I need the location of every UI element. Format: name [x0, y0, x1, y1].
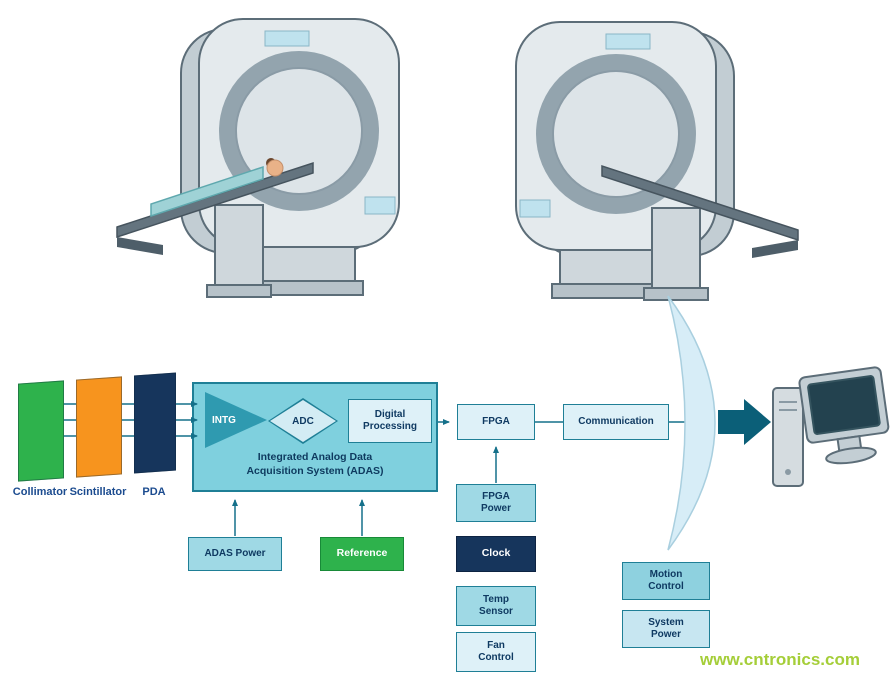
motion-control-box: Motion Control — [622, 562, 710, 600]
ct-scanner-with-patient-illustration — [116, 18, 400, 298]
patient-illustration — [150, 158, 284, 218]
watermark: www.cntronics.com — [700, 650, 860, 669]
computer-tower — [772, 387, 804, 487]
fan-control-box: Fan Control — [456, 632, 536, 672]
gantry-control-panel — [519, 199, 551, 218]
host-computer-illustration — [772, 366, 890, 487]
system-power-box: System Power — [622, 610, 710, 648]
digital-processing-box: Digital Processing — [348, 399, 432, 443]
reference-box: Reference — [320, 537, 404, 571]
adas-title-line1: Integrated Analog Data — [257, 451, 373, 463]
scintillator-block — [76, 376, 122, 478]
gantry-arc-shape — [667, 295, 716, 551]
fpga-power-label: FPGA Power — [480, 490, 511, 515]
pda-label: PDA — [142, 486, 166, 498]
adas-title-line2: Acquisition System (ADAS) — [246, 465, 384, 478]
system-power-label: System Power — [648, 616, 684, 641]
temp-sensor-box: Temp Sensor — [456, 586, 536, 626]
motion-control-label: Motion Control — [648, 568, 684, 593]
ct-scanner-empty-illustration — [515, 21, 799, 301]
fpga-label: FPGA — [482, 415, 510, 427]
clock-label: Clock — [481, 547, 511, 560]
to-computer-block-arrow — [718, 399, 771, 445]
adc-label: ADC — [270, 400, 336, 442]
clock-box: Clock — [456, 536, 536, 572]
scintillator-label: Scintillator — [69, 486, 127, 498]
gantry-display-panel — [605, 33, 651, 50]
patient-table — [601, 164, 799, 242]
pda-block — [134, 372, 176, 474]
fpga-power-box: FPGA Power — [456, 484, 536, 522]
fpga-box: FPGA — [457, 404, 535, 440]
intg-label: INTG — [212, 414, 236, 426]
communication-label: Communication — [578, 415, 654, 427]
temp-sensor-label: Temp Sensor — [479, 593, 513, 618]
reference-label: Reference — [336, 547, 388, 560]
adas-title: Integrated Analog Data Acquisition Syste… — [192, 450, 438, 478]
adc-block: ADC — [268, 398, 338, 444]
gantry-control-panel — [364, 196, 396, 215]
digital-processing-label: Digital Processing — [363, 408, 417, 433]
computer-monitor — [798, 366, 890, 465]
adas-power-box: ADAS Power — [188, 537, 282, 571]
collimator-block — [18, 380, 64, 482]
fan-control-label: Fan Control — [478, 639, 514, 664]
gantry-display-panel — [264, 30, 310, 47]
collimator-label: Collimator — [12, 486, 68, 498]
adas-power-label: ADAS Power — [204, 547, 266, 559]
communication-box: Communication — [563, 404, 669, 440]
